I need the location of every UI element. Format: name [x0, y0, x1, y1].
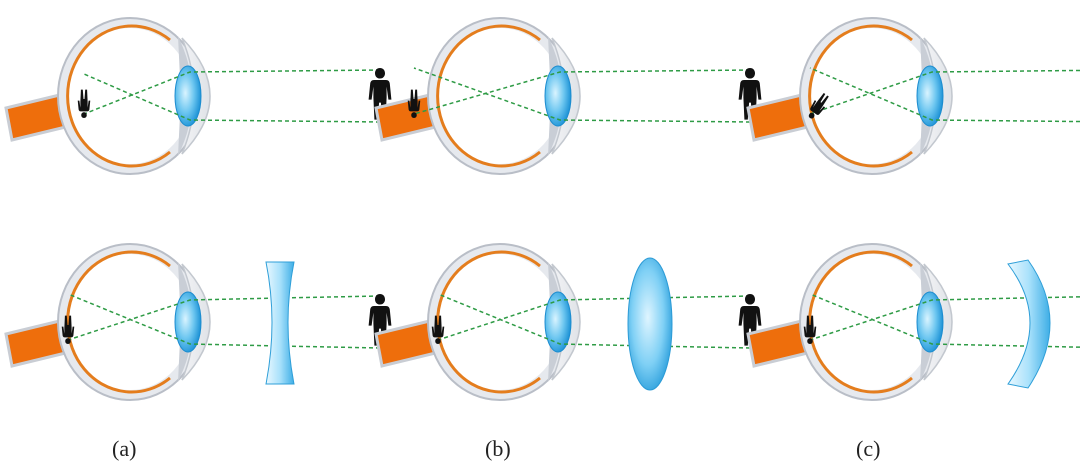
ray-top [67, 295, 381, 341]
vitreous [438, 254, 562, 390]
ray-bottom [413, 67, 751, 123]
label-c: (c) [856, 436, 881, 461]
retina [436, 250, 541, 394]
concave-lens [265, 261, 295, 385]
eye-lens [916, 65, 944, 127]
eye-panel-b-corrected [374, 243, 762, 401]
ray-top [83, 69, 381, 115]
vitreous [438, 28, 562, 164]
eye-lens [544, 291, 572, 353]
eye-panel-b-uncorrected [374, 17, 762, 175]
retina [808, 250, 913, 394]
eye-panel-a-corrected [4, 243, 392, 401]
retinal-image-icon [61, 315, 75, 344]
label-a: (a) [112, 436, 137, 461]
retinal-image-icon [803, 315, 817, 344]
ray-top [809, 69, 1080, 115]
vitreous [810, 254, 934, 390]
label-b: (b) [485, 436, 511, 461]
ray-bottom [67, 293, 381, 349]
eye-lens [544, 65, 572, 127]
ray-bottom [437, 293, 751, 349]
eye-panel-c-uncorrected [746, 17, 1080, 175]
eye-panel-a-uncorrected [4, 17, 392, 175]
eye-lens [916, 291, 944, 353]
retina [66, 24, 171, 168]
vitreous [810, 28, 934, 164]
eye-panel-c-corrected [746, 243, 1080, 401]
ray-top [413, 69, 751, 115]
retinal-image-icon [407, 89, 421, 118]
eye-lens [174, 65, 202, 127]
meniscus-lens [1007, 259, 1051, 389]
ray-top [437, 295, 751, 341]
ray-bottom [809, 67, 1080, 123]
retinal-image-icon [808, 92, 829, 119]
vitreous [68, 254, 192, 390]
retina [436, 24, 541, 168]
retinal-image-icon [77, 89, 91, 118]
convex-lens [627, 257, 673, 391]
ray-bottom [83, 73, 381, 123]
eye-lens [174, 291, 202, 353]
ray-top [809, 296, 1080, 341]
retina [808, 24, 913, 168]
ray-bottom [809, 293, 1080, 348]
retinal-image-icon [431, 315, 445, 344]
retina [66, 250, 171, 394]
